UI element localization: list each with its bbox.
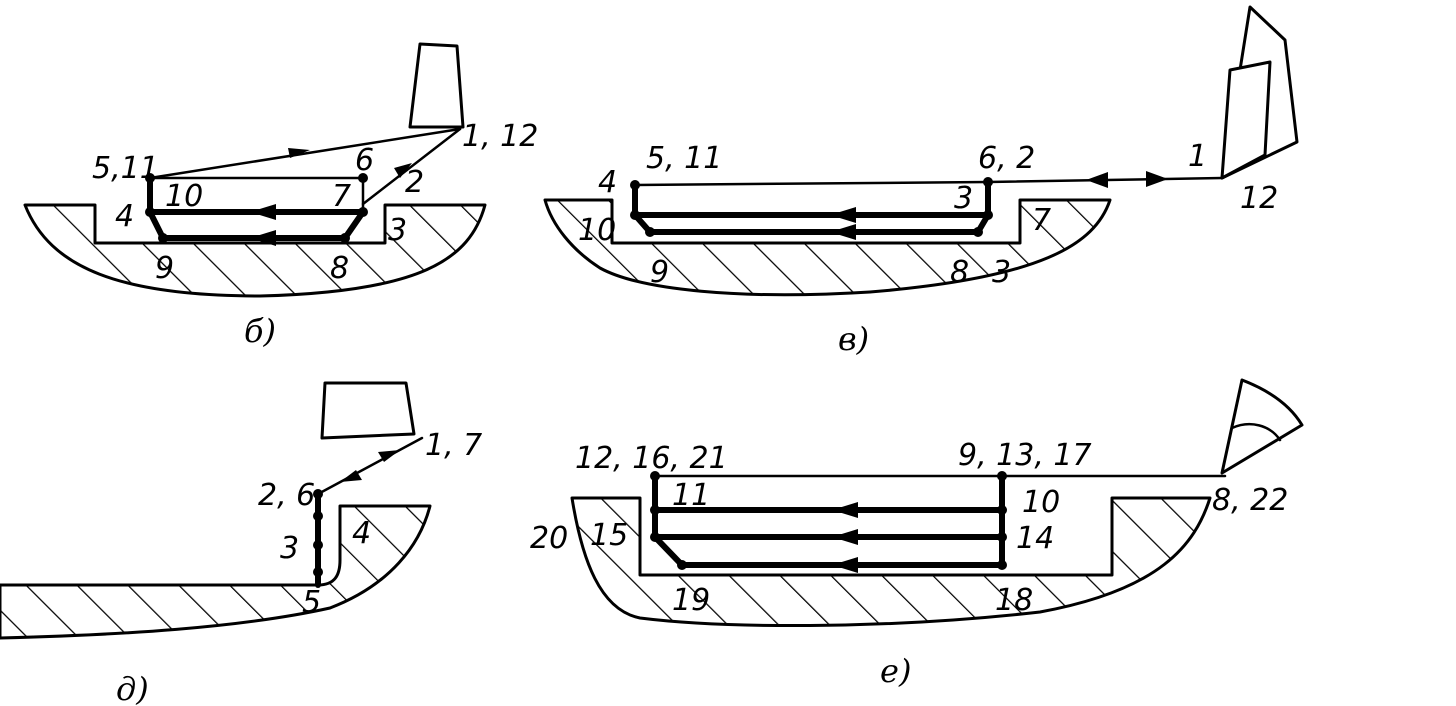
arrow-e3: [832, 557, 858, 573]
node-v7: [983, 210, 993, 220]
arrow-v1: [1086, 172, 1108, 188]
arrow-d1: [378, 450, 400, 462]
arrow-v2: [1146, 171, 1168, 187]
label-v-3b: 3: [992, 255, 1011, 290]
arrow-b2: [394, 163, 412, 178]
diagram-e: 12, 16, 21 9, 13, 17 8, 22 11 10 20 15 1…: [530, 378, 1304, 690]
arrow-d2: [340, 470, 362, 482]
label-e-14: 14: [1016, 521, 1054, 556]
label-v-7: 7: [1032, 203, 1051, 238]
pass-v1: [632, 182, 991, 218]
caption-v: в): [838, 320, 869, 358]
cutter-v-front: [1220, 60, 1272, 180]
node-e19: [677, 560, 687, 570]
caption-d: д): [116, 670, 149, 706]
node-v10: [630, 210, 640, 220]
rapid-path-b: [148, 127, 462, 180]
label-d-5: 5: [302, 585, 321, 620]
label-v-8: 8: [950, 255, 969, 290]
label-e-18: 18: [995, 583, 1033, 618]
label-d-1-7: 1, 7: [425, 428, 482, 463]
arrow-e2: [832, 529, 858, 545]
node-e9: [997, 471, 1007, 481]
node-d3: [313, 540, 323, 550]
top-line-v: [633, 180, 990, 187]
label-v-10: 10: [578, 213, 616, 248]
node-e15: [650, 532, 660, 542]
label-d-2-6: 2, 6: [258, 478, 315, 513]
label-v-12: 12: [1240, 181, 1278, 216]
pass-v2: [632, 179, 991, 235]
node-d2: [313, 489, 323, 499]
node-d-b: [313, 567, 323, 577]
cutter-e-arc: [1230, 423, 1282, 442]
arrow-b4: [250, 230, 276, 246]
label-e-9-13-17: 9, 13, 17: [958, 438, 1092, 473]
arrow-v4: [830, 224, 856, 240]
label-d-3: 3: [280, 531, 299, 566]
diagram-b: 1, 12 2 3 4 5,11 6 7 8 9 10 б): [23, 42, 538, 350]
approach-d: [316, 436, 424, 496]
node-e11: [650, 505, 660, 515]
node-b4: [145, 207, 155, 217]
arrow-b3: [250, 204, 276, 220]
node-d-a: [313, 511, 323, 521]
label-v-4: 4: [598, 165, 617, 200]
label-v-3: 3: [954, 181, 973, 216]
node-b9: [158, 233, 168, 243]
node-e18: [997, 560, 1007, 570]
node-v9: [645, 227, 655, 237]
label-b-5-11: 5,11: [92, 151, 159, 186]
label-v-6-2: 6, 2: [978, 141, 1035, 176]
label-b-8: 8: [330, 251, 349, 286]
node-e12: [650, 471, 660, 481]
label-b-4: 4: [115, 199, 134, 234]
label-d-4: 4: [352, 516, 371, 551]
cutter-d: [320, 381, 416, 440]
pass-b2: [147, 209, 366, 241]
pass-e2: [652, 507, 1005, 540]
workpiece-b: [23, 203, 487, 298]
workpiece-e: [570, 496, 1212, 628]
label-e-20: 20: [530, 521, 568, 556]
label-e-8-22: 8, 22: [1212, 483, 1288, 518]
node-b5: [145, 173, 155, 183]
arrow-b1: [288, 148, 310, 158]
label-v-1: 1: [1188, 139, 1207, 174]
node-b7: [358, 207, 368, 217]
arrow-e1: [832, 502, 858, 518]
node-v4: [630, 180, 640, 190]
label-e-19: 19: [672, 583, 710, 618]
cutter-b: [408, 42, 465, 129]
label-e-10: 10: [1022, 485, 1060, 520]
node-v6: [983, 177, 993, 187]
label-b-10: 10: [165, 179, 203, 214]
node-v8: [973, 227, 983, 237]
node-e14: [997, 532, 1007, 542]
label-b-3: 3: [388, 213, 407, 248]
label-e-15: 15: [590, 518, 628, 553]
label-v-9: 9: [650, 255, 669, 290]
label-e-12-16-21: 12, 16, 21: [575, 441, 728, 476]
label-b-2: 2: [405, 165, 424, 200]
caption-e: е): [880, 652, 911, 690]
approach-b: [361, 127, 462, 206]
workpiece-d: [0, 504, 432, 640]
label-b-6: 6: [355, 143, 374, 178]
label-e-11: 11: [672, 478, 710, 513]
label-b-7: 7: [332, 179, 351, 214]
arrow-v3: [830, 207, 856, 223]
label-b-1-12: 1, 12: [462, 119, 538, 154]
node-b6: [358, 173, 368, 183]
label-v-5-11: 5, 11: [646, 141, 722, 176]
diagram-d: 1, 7 2, 6 3 4 5 д): [0, 381, 482, 706]
diagram-v: 1 12 6, 2 4 5, 11 3 7 10 9 8 3 в): [543, 5, 1299, 358]
workpiece-v: [543, 198, 1112, 297]
label-b-9: 9: [155, 251, 174, 286]
node-b8: [340, 233, 350, 243]
caption-b: б): [244, 312, 276, 350]
node-e10: [997, 505, 1007, 515]
